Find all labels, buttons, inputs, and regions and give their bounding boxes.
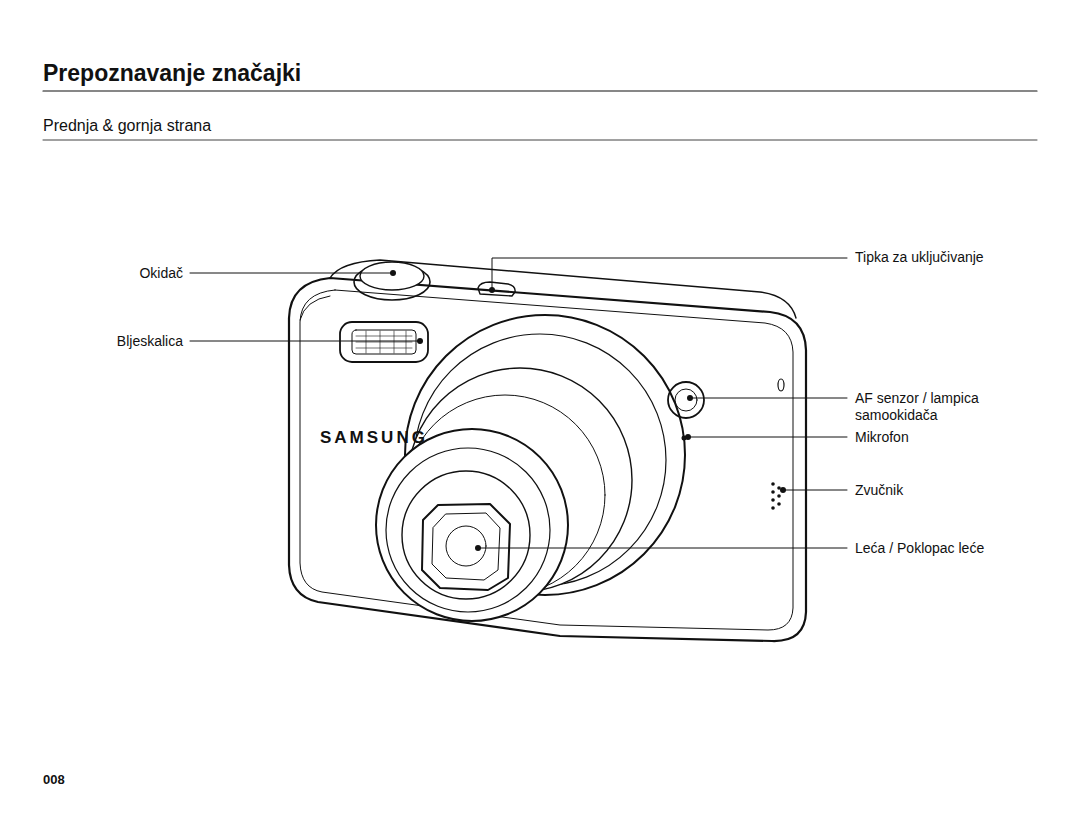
flash: [340, 322, 428, 362]
part-label: AF senzor / lampica samookidača: [855, 390, 1005, 424]
part-label: Leća / Poklopac leće: [855, 540, 984, 557]
subtitle-rule: [43, 140, 1037, 141]
speaker: [771, 482, 781, 510]
lens-barrel: [376, 429, 568, 621]
camera-body: [289, 278, 806, 641]
leader-dots: [390, 270, 786, 551]
part-label: Okidač: [40, 265, 183, 282]
title-rule: [43, 90, 1037, 91]
part-label: Tipka za uključivanje: [855, 249, 984, 266]
part-label: Bljeskalica: [40, 333, 183, 350]
page-title: Prepoznavanje značajki: [43, 60, 301, 88]
part-label: Mikrofon: [855, 429, 909, 446]
brand-logo: SAMSUNG: [320, 428, 428, 448]
leader-lines: [190, 258, 847, 548]
part-label: Zvučnik: [855, 482, 903, 499]
af-sensor: [668, 382, 704, 418]
power-button: [478, 282, 515, 296]
page-number: 008: [43, 772, 65, 788]
lens-cover: [422, 504, 510, 590]
section-heading: Prednja & gornja strana: [43, 116, 211, 135]
camera-top: [330, 260, 796, 318]
